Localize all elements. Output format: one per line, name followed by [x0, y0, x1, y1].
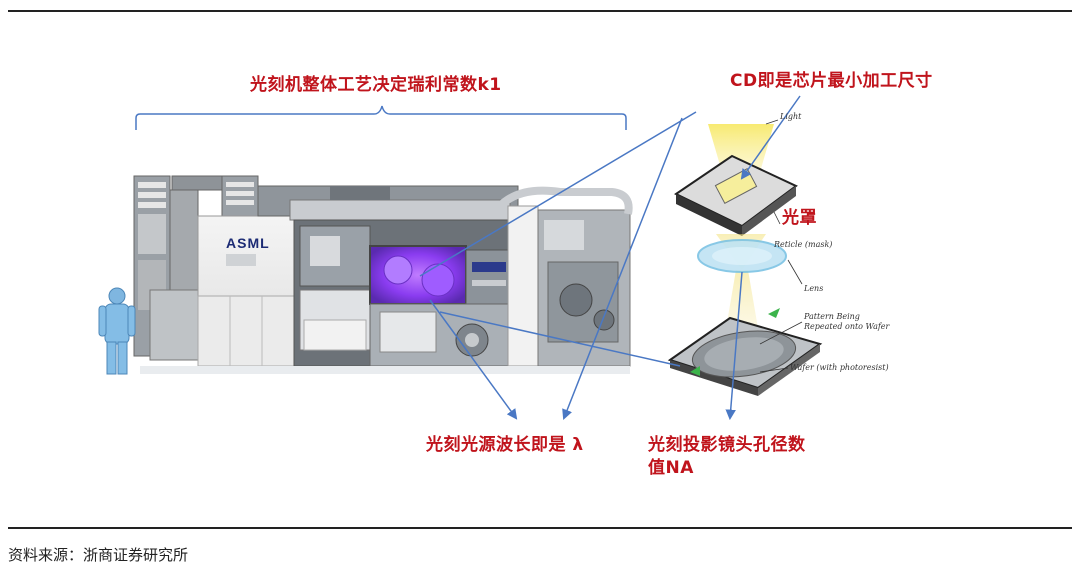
top-rule — [8, 10, 1072, 12]
na-label-line1: 光刻投影镜头孔径数 — [648, 435, 806, 455]
asml-logo: ASML — [226, 235, 270, 251]
wafer-label: Wafer (with photoresist) — [790, 363, 889, 372]
reticle-text: Reticle — [774, 240, 803, 249]
wafer-text: Wafer — [790, 363, 814, 372]
lens-label: Lens — [804, 284, 824, 293]
pointer-lines — [419, 95, 801, 421]
asml-machine — [133, 175, 633, 374]
pattern-label-line2: Repeated onto Wafer — [804, 322, 890, 331]
pattern-label-line1: Pattern Being — [804, 312, 860, 321]
wafer-note: (with photoresist) — [816, 363, 889, 372]
light-label: Light — [780, 112, 802, 121]
source-note: 资料来源：浙商证券研究所 — [8, 546, 189, 564]
na-label-line2: 值NA — [648, 458, 694, 478]
optics-diagram — [667, 119, 823, 396]
wavelength-label: 光刻光源波长即是 λ — [426, 435, 584, 455]
cleanroom-worker — [98, 287, 136, 375]
rayleigh-constant-label: 光刻机整体工艺决定瑞利常数k1 — [250, 75, 502, 95]
reticle-label: Reticle (mask) — [774, 240, 832, 249]
machine-bracket — [135, 105, 627, 130]
mask-label: 光罩 — [782, 208, 817, 228]
cd-label: CD即是芯片最小加工尺寸 — [730, 71, 933, 91]
reticle-note: (mask) — [804, 240, 833, 249]
bottom-rule — [8, 527, 1072, 529]
